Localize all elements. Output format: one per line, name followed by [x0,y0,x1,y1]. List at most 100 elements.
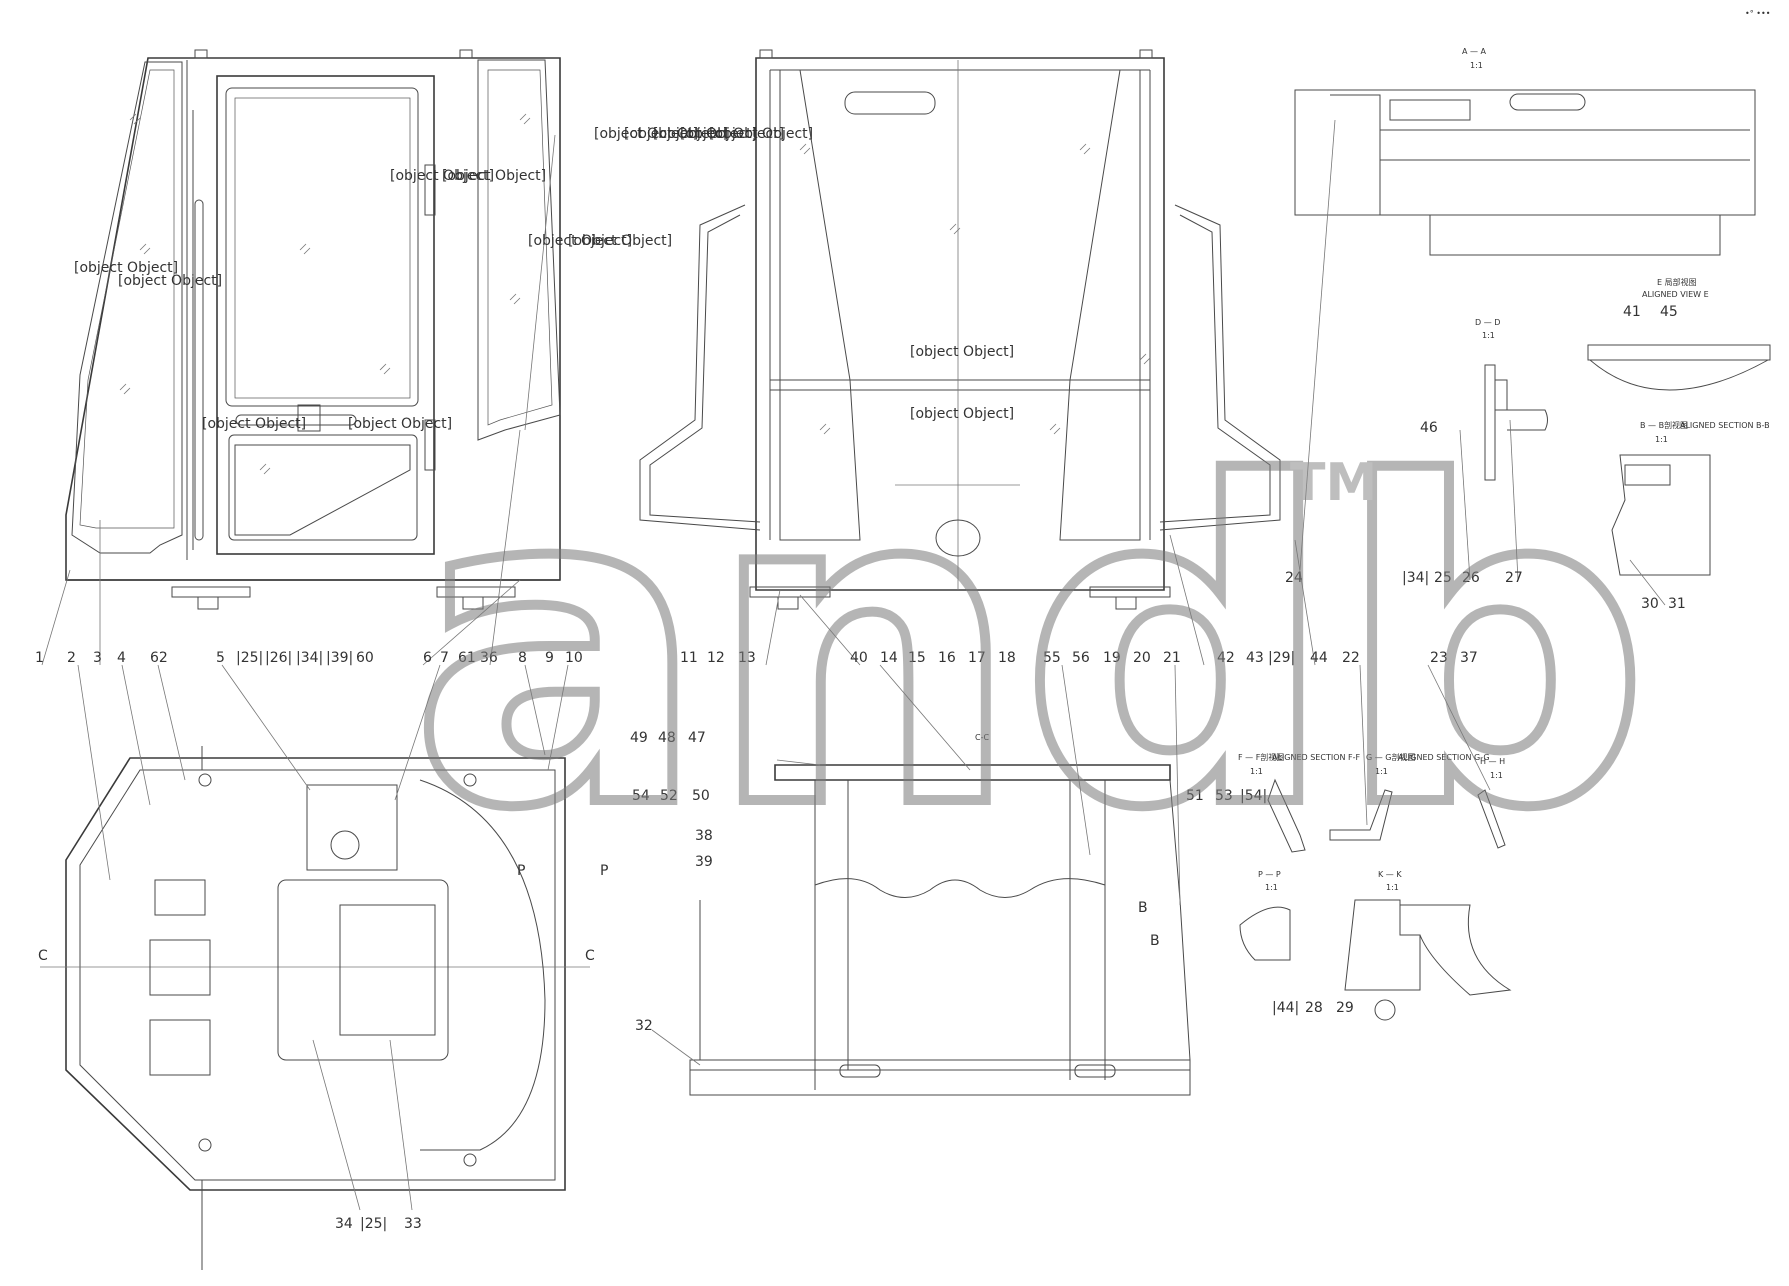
side-view [65,49,561,610]
section-mark-f1: [object Object] [74,260,178,276]
callout-9: 9 [545,650,554,666]
callout-15: 15 [908,650,926,666]
sub-gg: ALIGNED SECTION G-G [1398,753,1490,762]
section-a-a [1294,89,1756,256]
callout-43b: [object Object] [709,126,813,142]
callout-44c: |44| [1272,1000,1299,1016]
section-mark-g2: [object Object] [568,233,672,249]
section-mark-b1: B [1138,900,1148,916]
section-d-d [1484,364,1548,481]
scale-pp: 1:1 [1265,883,1278,892]
scale-ff: 1:1 [1250,767,1263,776]
callout-2: 2 [67,650,76,666]
callout-6: 6 [423,650,432,666]
callout-28: 28 [1305,1000,1323,1016]
callout-52: 52 [660,788,678,804]
callout-51: 51 [1186,788,1204,804]
callout-29b: [object Object] [680,126,784,142]
scale-kk: 1:1 [1386,883,1399,892]
callout-16: 16 [938,650,956,666]
title-kk: K — K [1378,870,1402,879]
callout-1: 1 [35,650,44,666]
callouts-side-view: [object Object] [object Object] [object … [74,126,1014,432]
callout-11: 11 [680,650,698,666]
callout-43: 43 [1246,650,1264,666]
section-mark-a2: [object Object] [348,416,452,432]
section-title-cc: C-C [975,733,989,742]
aligned-view-e [1587,344,1771,391]
callout-33: 33 [404,1216,422,1232]
callout-7: 7 [440,650,449,666]
watermark-tm: TM [1290,453,1377,513]
callout-41: 41 [1623,304,1641,320]
callout-23: 23 [1430,650,1448,666]
section-titles: A — A 1:1 E 局部视图 ALIGNED VIEW E D — D 1:… [1238,47,1770,892]
title-dd: D — D [1475,318,1500,327]
section-mark-p1: P [517,863,525,879]
title-gg: G — G剖视图 [1366,752,1415,762]
callout-31: 31 [1668,596,1686,612]
callout-48: 48 [658,730,676,746]
callout-45: 45 [1660,304,1678,320]
callout-34c: |34| [1402,570,1429,586]
callout-57: [object Object] [594,126,698,142]
section-mark-p2: P [600,863,608,879]
callout-17: 17 [968,650,986,666]
callout-38: 38 [695,828,713,844]
section-b-b [1611,454,1711,576]
callout-34b: 34 [335,1216,353,1232]
scale-dd: 1:1 [1482,331,1495,340]
section-mark-c1: C [38,948,48,964]
callout-13: 13 [738,650,756,666]
callout-60: 60 [356,650,374,666]
callout-39: |39| [326,650,353,666]
callout-59: [object Object] [653,126,757,142]
callout-5: 5 [216,650,225,666]
callouts-section-cc: 49 48 47 54 52 50 38 39 51 53 |54| 32 B … [630,730,1267,1034]
callout-26c: 26 [1462,570,1480,586]
callouts-row1: 1 2 3 4 62 5 |25| |26| |34| |39| 60 6 7 … [35,650,1478,666]
section-mark-b2: B [1150,933,1160,949]
title-pp: P — P [1258,870,1281,879]
sub-bb: ALIGNED SECTION B-B [1680,421,1770,430]
section-mark-h2: [object Object] [910,406,1014,422]
callout-36: 36 [480,650,498,666]
scale-gg: 1:1 [1375,767,1388,776]
callout-25: |25| [236,650,263,666]
section-mark-k2: [object Object] [442,168,546,184]
section-mark-a1: [object Object] [202,416,306,432]
scale-bb: 1:1 [1655,435,1668,444]
watermark-text: andb [410,392,1650,904]
callout-39b: 39 [695,854,713,870]
callout-37: 37 [1460,650,1478,666]
callout-56: 56 [1072,650,1090,666]
callout-24: 24 [1285,570,1303,586]
callout-61: 61 [458,650,476,666]
callout-27: 27 [1505,570,1523,586]
leader-lines [41,119,1666,1211]
callout-29c: 29 [1336,1000,1354,1016]
section-mark-g1: [object Object] [528,233,632,249]
section-c-c [689,764,1191,1096]
callout-19: 19 [1103,650,1121,666]
callouts-plan: P P C C 34 |25| 33 [38,863,608,1232]
plan-view [40,746,590,1270]
callout-25c: 25 [1434,570,1452,586]
callout-62: 62 [150,650,168,666]
callout-22: 22 [1342,650,1360,666]
callout-44: 44 [1310,650,1328,666]
section-f-f-g-g-h-h [1267,778,1506,853]
callout-47: 47 [688,730,706,746]
title-hh: H — H [1480,757,1505,766]
corner-mark: •° ••• [1745,9,1770,18]
section-k-k [1344,899,1512,1021]
callout-53: 53 [1215,788,1233,804]
callout-4: 4 [117,650,126,666]
section-mark-k1: [object Object] [390,168,494,184]
watermark: andb TM [405,387,1655,909]
title-ff: F — F剖视图 [1238,752,1284,762]
callout-10: 10 [565,650,583,666]
callout-3: 3 [93,650,102,666]
callout-25b: |25| [360,1216,387,1232]
